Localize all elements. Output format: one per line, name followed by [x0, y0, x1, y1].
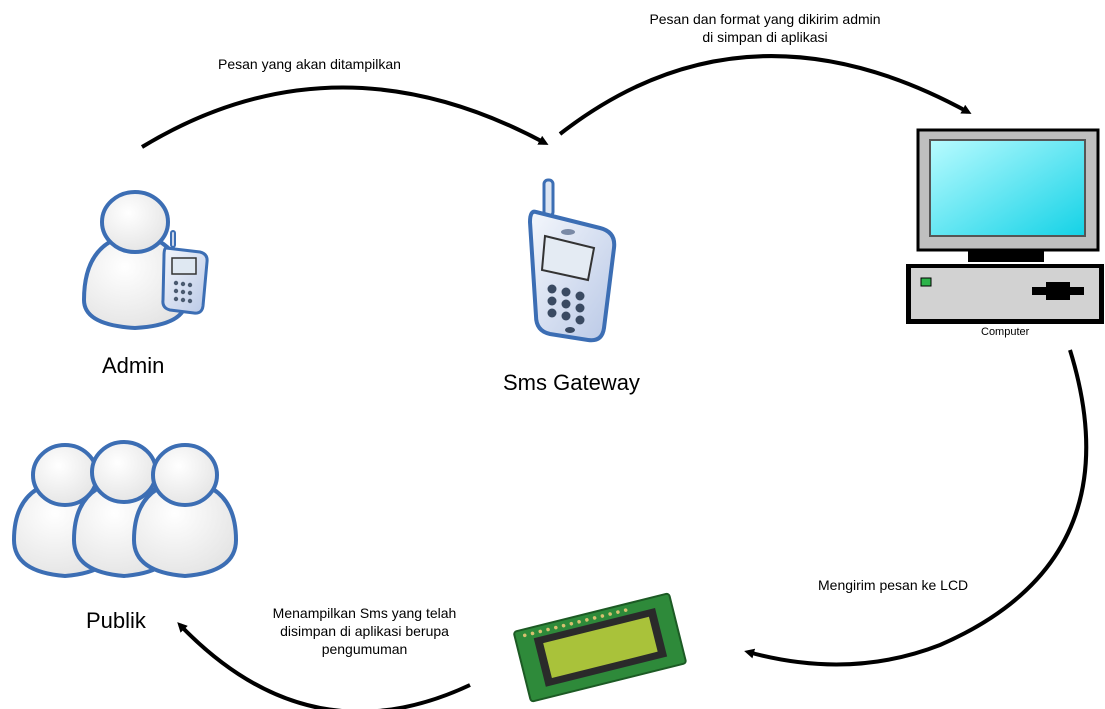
- sms-gateway-label: Sms Gateway: [503, 370, 640, 395]
- edge-label-gateway-to-computer-line-2: di simpan di aplikasi: [702, 29, 828, 45]
- edge-label-lcd-to-publik-line-1: Menampilkan Sms yang telah: [272, 605, 457, 621]
- publik-label: Publik: [86, 608, 146, 633]
- edge-label-lcd-to-publik-line-3: pengumuman: [321, 641, 408, 657]
- edge-label-gateway-to-computer: Pesan dan format yang dikirim admin di s…: [620, 10, 910, 46]
- arrow-admin-to-gateway: [140, 85, 549, 149]
- admin-label: Admin: [102, 353, 165, 378]
- phone-icon: [527, 178, 617, 343]
- publik-icon: [11, 440, 239, 579]
- edge-label-admin-to-gateway: Pesan yang akan ditampilkan: [218, 56, 401, 72]
- edge-label-lcd-to-publik: Menampilkan Sms yang telah disimpan di a…: [252, 604, 477, 658]
- edge-label-computer-to-lcd: Mengirim pesan ke LCD: [818, 577, 969, 593]
- arrow-computer-to-lcd: [744, 349, 1089, 667]
- arrow-gateway-to-computer: [558, 54, 972, 136]
- arrow-lcd-to-publik: [177, 622, 471, 709]
- edge-label-gateway-to-computer-line-1: Pesan dan format yang dikirim admin: [649, 11, 881, 27]
- lcd-icon: [513, 592, 687, 703]
- edge-label-lcd-to-publik-line-2: disimpan di aplikasi berupa: [280, 623, 449, 639]
- computer-icon: [906, 128, 1104, 324]
- admin-icon: [81, 190, 209, 331]
- computer-label: Computer: [981, 326, 1030, 338]
